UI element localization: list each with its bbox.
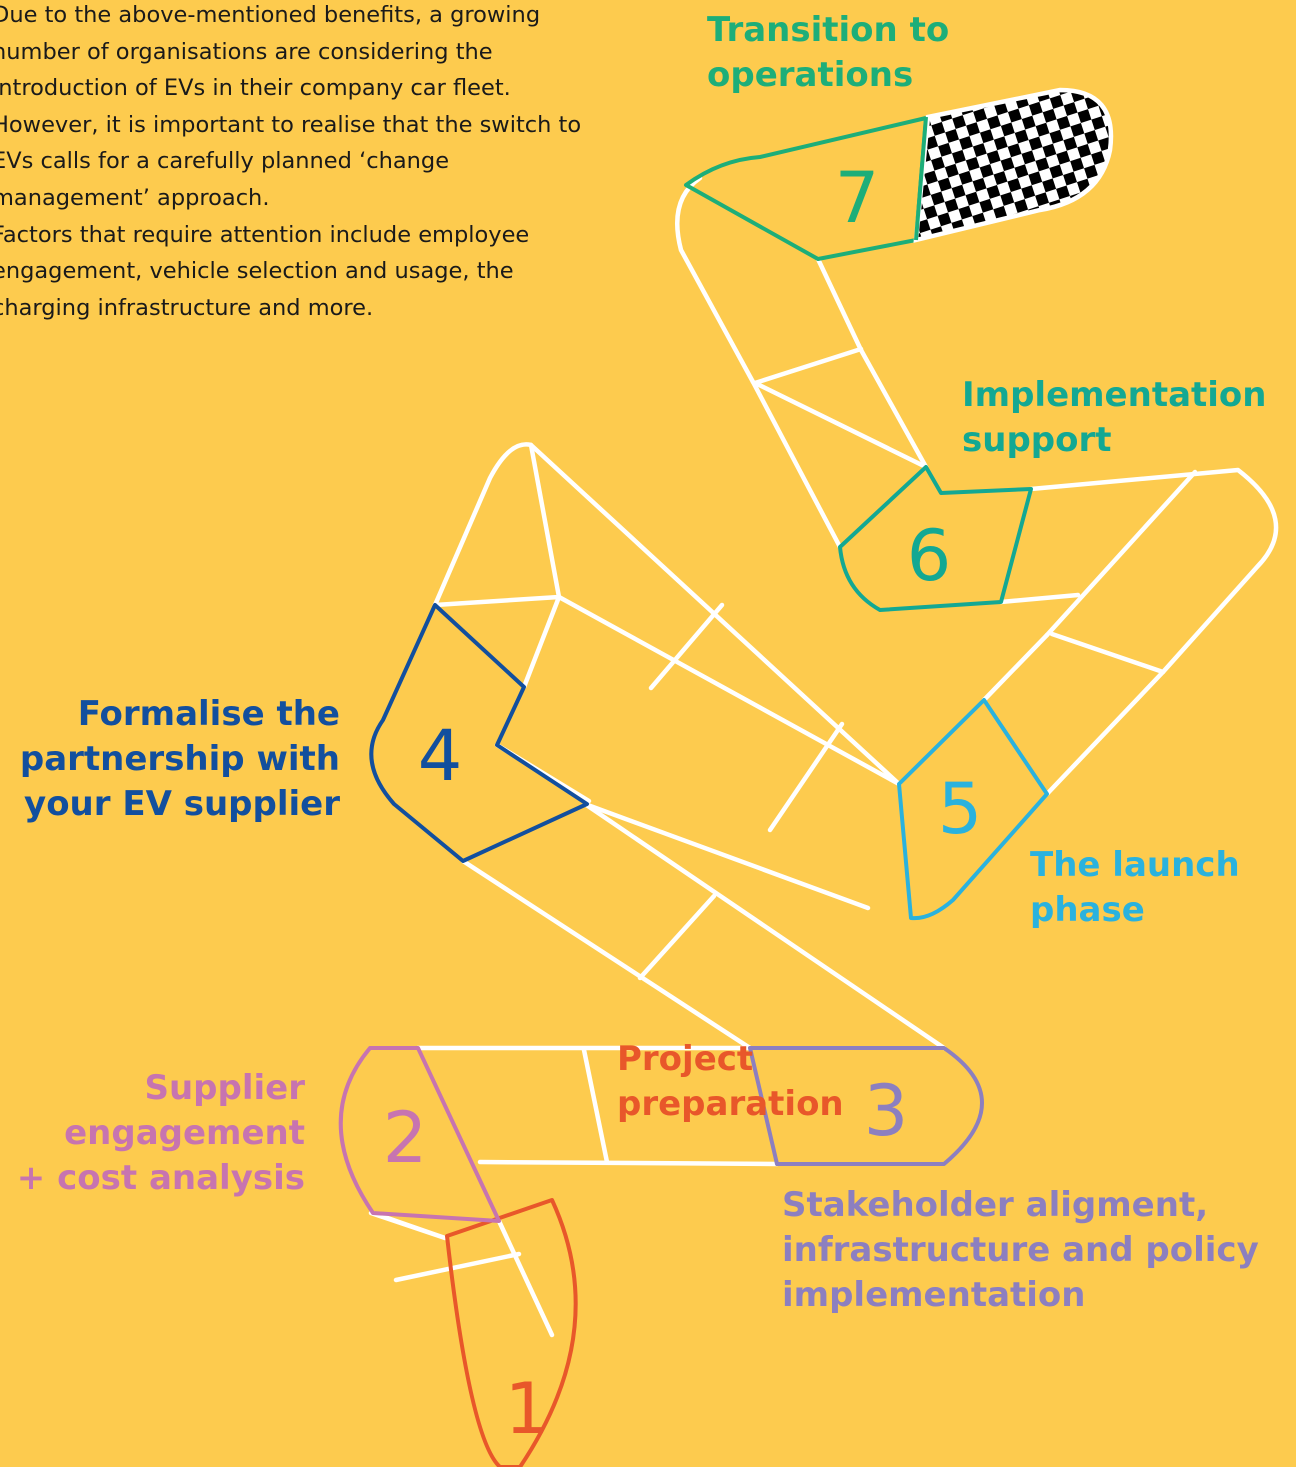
track-segment-1-2	[368, 1210, 555, 1338]
finish-outline	[914, 116, 928, 241]
track-segment-4-5-lower	[582, 801, 871, 911]
track-segment-5-6-long	[1028, 467, 1279, 675]
step-4-number: 4	[418, 715, 463, 797]
intro-text: Due to the above-mentioned benefits, a g…	[0, 0, 602, 326]
track-segment-5-6-inner	[981, 632, 1050, 703]
track-segment-6-7-inner	[750, 379, 843, 550]
step-2-tile	[338, 1046, 501, 1223]
step-5-label: The launch phase	[1030, 845, 1240, 930]
track-divider-5	[1049, 631, 1166, 675]
step-7-label: Transition to operations	[707, 10, 950, 95]
step-5-tile	[897, 698, 1049, 921]
track-segment-4-inner	[521, 594, 562, 690]
track-divider-4b	[648, 602, 725, 691]
step-numbers: 1 2 3 4 5 6 7	[383, 157, 983, 1450]
track-segment-3-4-inner	[460, 858, 753, 1051]
track-line-459	[556, 594, 902, 787]
track-divider-4c	[767, 721, 845, 833]
step-4-label: Formalise the partnership with your EV s…	[19, 694, 340, 824]
track-divider-3	[637, 893, 717, 981]
track-segment-6-7-outer	[675, 175, 929, 470]
step-4-tile	[369, 603, 589, 863]
step-2-label: Supplier engagement + cost analysis	[16, 1068, 305, 1198]
track-divider-7	[752, 346, 864, 386]
track-segment-3-4-outer	[582, 801, 947, 1051]
step-5-number: 5	[938, 768, 983, 850]
checkered-flag-icon	[913, 87, 1114, 243]
track-segment-5-6-long-inner	[1044, 469, 1198, 638]
track-divider-6	[998, 592, 1081, 605]
step-2-number: 2	[383, 1097, 428, 1179]
intro-paragraph-2: Factors that require attention include e…	[0, 221, 530, 321]
track-segment-2-3-bottom	[477, 1159, 780, 1167]
step-7-tile	[684, 116, 928, 261]
step-3-number: 3	[864, 1070, 909, 1152]
track	[368, 175, 1279, 1338]
track-segment-4-outer	[432, 442, 534, 608]
step-6-number: 6	[907, 515, 952, 597]
step-7-number: 7	[835, 157, 880, 239]
step-1-label: Project preparation	[617, 1039, 844, 1124]
step-3-label: Stakeholder aligment, infrastructure and…	[782, 1185, 1259, 1315]
finish-flag	[913, 87, 1114, 243]
track-divider-2	[581, 1047, 610, 1165]
step-3-tile	[748, 1046, 984, 1166]
track-segment-6-7-right	[815, 256, 929, 470]
step-6-tile	[838, 465, 1033, 612]
step-1-number: 1	[505, 1368, 550, 1450]
track-segment-5-6-outer	[1044, 669, 1166, 797]
step-6-label: Implementation support	[962, 375, 1267, 460]
intro-paragraph-1: Due to the above-mentioned benefits, a g…	[0, 2, 582, 211]
track-divider-1	[393, 1251, 522, 1283]
